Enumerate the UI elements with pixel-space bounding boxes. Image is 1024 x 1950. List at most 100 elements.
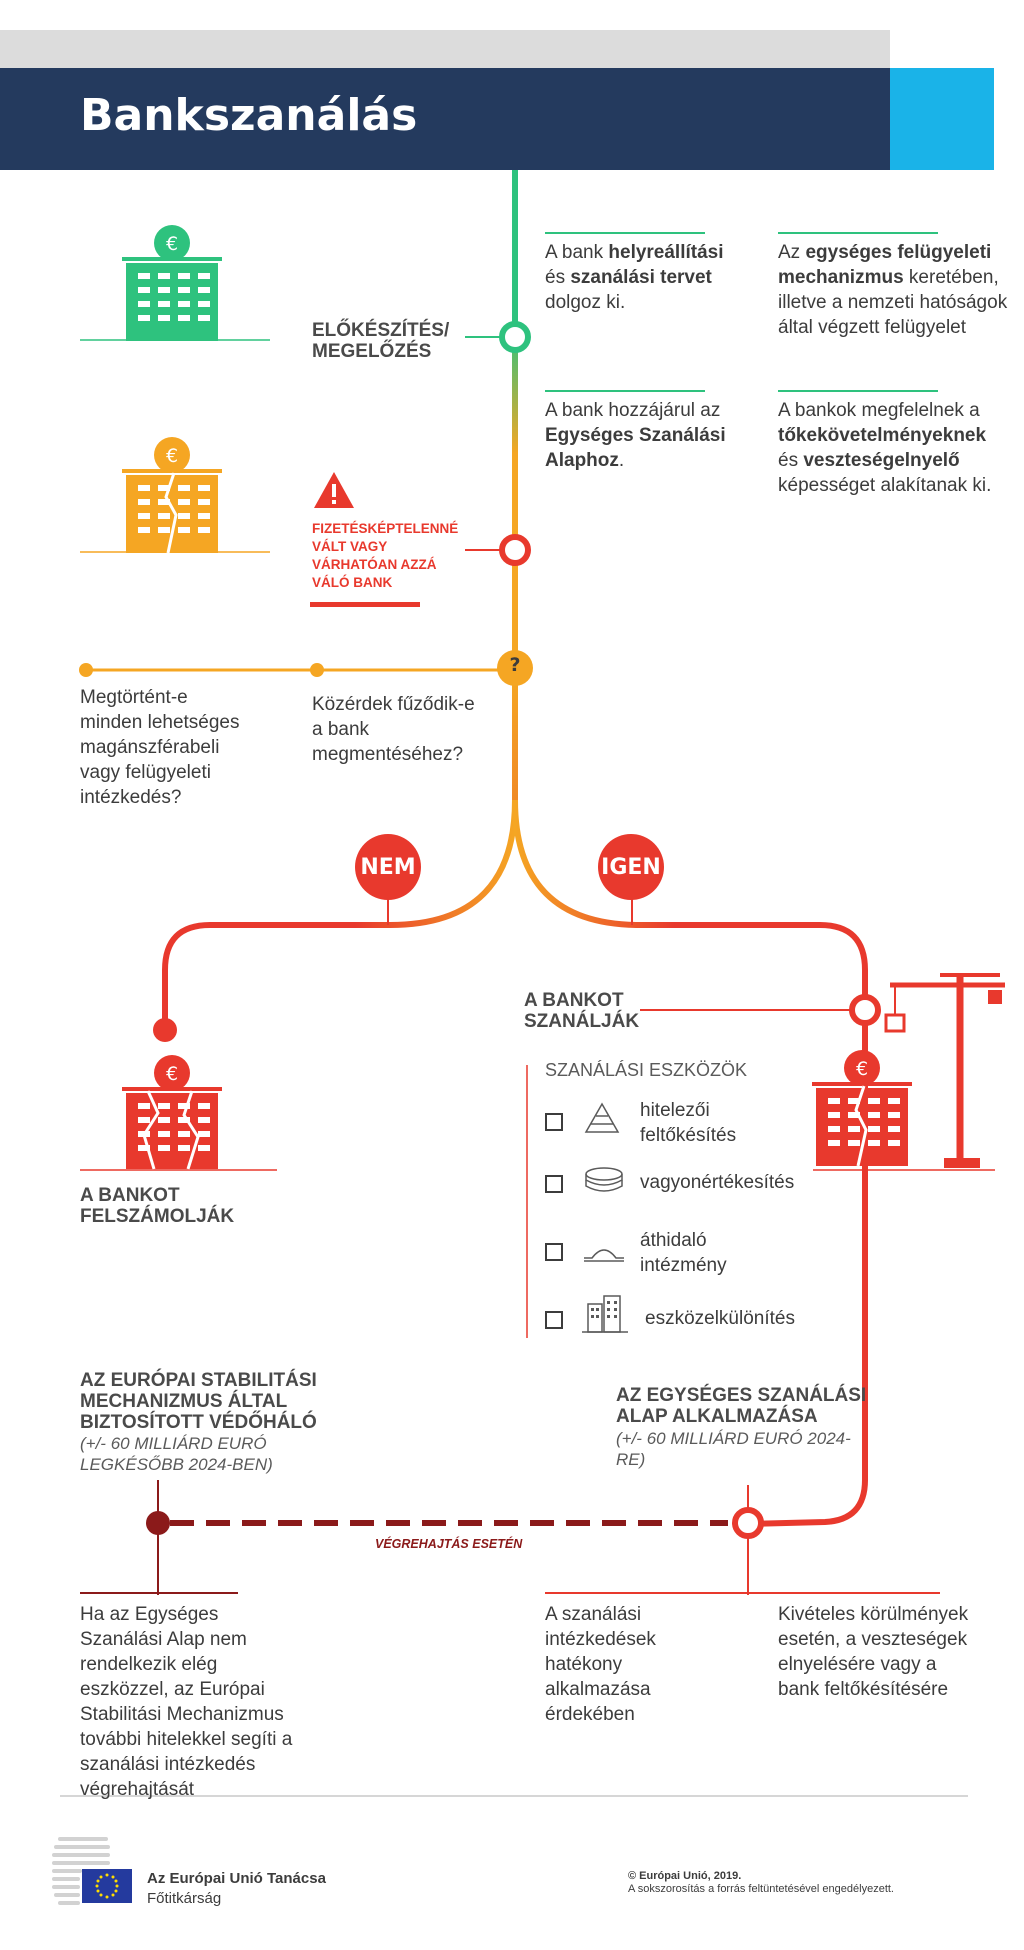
capital-pre: A bankok megfelelnek a [778,400,980,421]
esm-line2: MECHANIZMUS ÁLTAL [80,1391,288,1412]
crane-icon [884,973,1005,1168]
tool-bridge-line1: áthidaló [640,1230,707,1251]
failing-line1: FIZETÉSKÉPTELENNÉ [312,521,459,536]
esm-sub2: LEGKÉSŐBB 2024-BEN) [80,1455,273,1474]
srf-description-exceptional: Kivételes körülmények esetén, a vesztesé… [778,1604,969,1700]
srf-sub1: (+/- 60 MILLIÁRD EURÓ 2024- [616,1429,851,1448]
footer-copyright: © Európai Unió, 2019. [628,1870,742,1882]
resolution-label: A BANKOT SZANÁLJÁK [524,990,639,1032]
footer-dept: Főtitkárság [147,1890,222,1907]
bank-plan-mid: és [545,267,571,288]
fund-contrib-text: A bank hozzájárul az Egységes Szanálási … [545,398,745,473]
supervision-post: keretében, illetve a nemzeti hatóságok á… [778,267,1008,338]
srf-sub2: RE) [616,1450,646,1469]
fund-contrib-pre: A bank hozzájárul az [545,400,721,421]
failing-node [499,534,531,566]
bridge-icon [584,1249,624,1262]
tool-bail-in-line2: feltőkésítés [640,1125,737,1146]
srf-node [732,1507,764,1539]
svg-text:€: € [166,1063,178,1085]
srf-description-effective: A szanálási intézkedések hatékony alkalm… [545,1604,656,1725]
esm-title: AZ EURÓPAI STABILITÁSI MECHANIZMUS ÁLTAL… [80,1370,317,1433]
question-private-measures: Megtörtént-e minden lehetséges magánszfé… [80,687,240,808]
resolution-node [849,994,881,1026]
header-top-strip [0,30,890,68]
liquidation-label: A BANKOT FELSZÁMOLJÁK [80,1185,234,1227]
no-branch-badge: NEM [355,834,421,900]
bank-orange-icon: € [122,437,222,554]
bank-plan-bold1: helyreállítási [608,242,724,263]
prevention-label: ELŐKÉSZÍTÉS/ MEGELŐZÉS [312,320,449,362]
srf-title: AZ EGYSÉGES SZANÁLÁSI ALAP ALKALMAZÁSA [616,1385,866,1427]
tool-bail-in-line1: hitelezői [640,1100,710,1121]
capital-text: A bankok megfelelnek a tőkekövetelmények… [778,398,1008,498]
dashed-connector-label: VÉGREHAJTÁS ESETÉN [375,1537,523,1551]
esm-node [146,1511,170,1535]
esm-line1: AZ EURÓPAI STABILITÁSI [80,1370,317,1391]
bank-plan-post: dolgoz ki. [545,292,626,313]
srf-line2: ALAP ALKALMAZÁSA [616,1406,818,1427]
council-logo [52,1837,132,1905]
tool-checkbox-sale[interactable] [545,1175,563,1193]
esm-description: Ha az Egységes Szanálási Alap nem rendel… [80,1604,293,1800]
buildings-icon [582,1295,628,1333]
capital-bold1: tőkekövetelményeknek [778,425,987,446]
failing-line2: VÁLT VAGY [312,539,388,554]
tool-checkbox-bridge[interactable] [545,1243,563,1261]
tool-bridge-line2: intézmény [640,1255,727,1276]
supervision-pre: Az [778,242,806,263]
question-public-interest: Közérdek fűződik-e a bank megmentéséhez? [312,694,475,765]
left-branch-line [162,799,518,1025]
page-title: Bankszanálás [80,90,418,141]
tools-title: SZANÁLÁSI ESZKÖZÖK [545,1060,748,1080]
tool-checkbox-separation[interactable] [545,1311,563,1329]
footer-org: Az Európai Unió Tanácsa [147,1870,326,1887]
failing-bank-label: FIZETÉSKÉPTELENNÉ VÁLT VAGY VÁRHATÓAN AZ… [312,520,458,592]
bank-plan-bold2: szanálási tervet [570,267,712,288]
right-descending-line [747,1060,868,1527]
tool-label-sale: vagyonértékesítés [640,1172,795,1193]
failing-line3: VÁRHATÓAN AZZÁ [312,557,437,572]
fund-contrib-bold1: Egységes Szanálási Alaphoz [545,425,726,471]
supervision-text: Az egységes felügyeleti mechanizmus kere… [778,240,1008,340]
supervision-bold1: egységes felügyeleti mechanizmus [778,242,992,288]
prevention-label-line2: MEGELŐZÉS [312,341,432,362]
bank-red-collapsed-icon: € [122,1055,222,1170]
tool-checkbox-bail-in[interactable] [545,1113,563,1131]
prevention-node [499,321,531,353]
yes-branch-badge: IGEN [598,834,664,900]
failing-line4: VÁLÓ BANK [312,575,393,590]
esm-line3: BIZTOSÍTOTT VÉDŐHÁLÓ [80,1412,317,1433]
warning-icon [314,472,354,508]
esm-sub1: (+/- 60 MILLIÁRD EURÓ [80,1434,267,1453]
bank-plan-pre: A bank [545,242,609,263]
header-accent [890,68,994,170]
tool-label-bail-in: hitelezői feltőkésítés [640,1098,736,1148]
pyramid-icon [584,1102,620,1133]
esm-subtitle: (+/- 60 MILLIÁRD EURÓ LEGKÉSŐBB 2024-BEN… [80,1433,273,1475]
footer-note: A sokszorosítás a forrás feltüntetésével… [628,1883,894,1895]
question-mark: ? [509,654,521,676]
liquidation-line1: A BANKOT [80,1185,180,1206]
srf-subtitle: (+/- 60 MILLIÁRD EURÓ 2024- RE) [616,1428,851,1470]
right-branch-line [512,799,868,1060]
svg-text:€: € [856,1058,868,1080]
capital-post: képességet alakítanak ki. [778,475,992,496]
resolution-line2: SZANÁLJÁK [524,1011,640,1032]
resolution-line1: A BANKOT [524,990,624,1011]
tool-label-separation: eszközelkülönítés [645,1308,795,1329]
liquidation-node [153,1018,177,1042]
svg-text:€: € [166,233,178,255]
capital-bold2: veszteségelnyelő [803,450,960,471]
tool-label-bridge: áthidaló intézmény [640,1228,727,1278]
question-node [497,650,533,686]
prevention-label-line1: ELŐKÉSZÍTÉS/ [312,320,450,341]
srf-line1: AZ EGYSÉGES SZANÁLÁSI [616,1385,867,1406]
svg-text:€: € [166,445,178,467]
capital-mid: és [778,450,804,471]
bank-red-icon: € [812,1050,912,1167]
bank-green-icon: € [122,225,222,341]
header-bar [0,68,890,170]
fund-contrib-post: . [618,450,625,471]
